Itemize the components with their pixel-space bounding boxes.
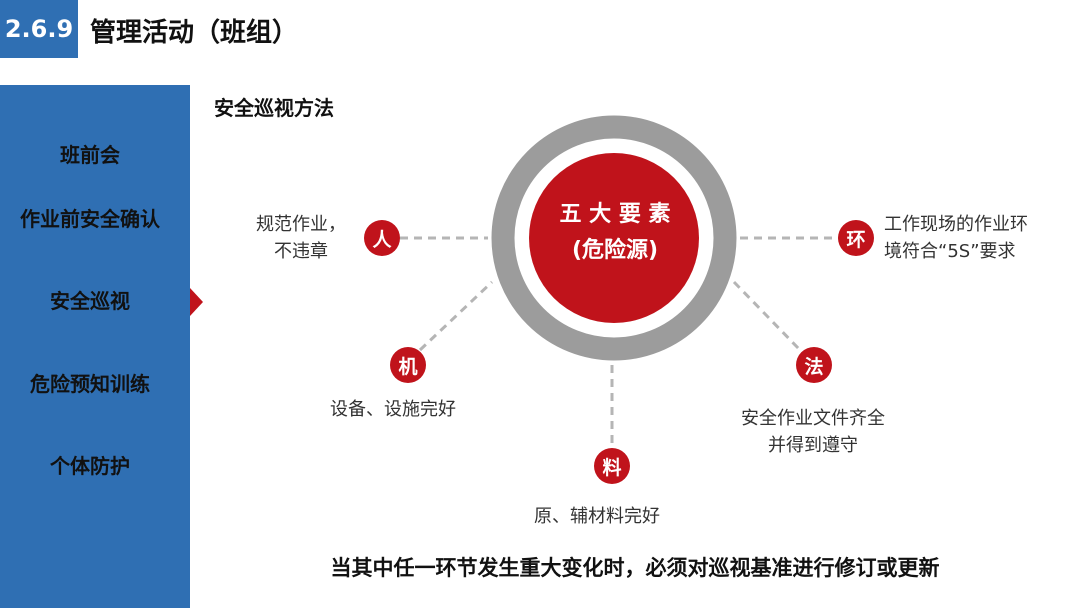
connector-line-machine (418, 280, 494, 352)
element-desc-environment-line2: 境符合“5S”要求 (884, 241, 1016, 262)
element-desc-machine: 设备、设施完好 (330, 396, 456, 423)
page-title: 管理活动（班组） (90, 18, 299, 48)
element-desc-machine-line1: 设备、设施完好 (330, 399, 456, 420)
element-badge-method: 法 (796, 347, 832, 383)
center-label-line1: 五 大 要 素 (559, 202, 671, 227)
element-desc-material: 原、辅材料完好 (534, 503, 660, 530)
element-desc-person: 规范作业， 不违章 (256, 211, 346, 265)
element-desc-method-line1: 安全作业文件齐全 (741, 408, 885, 429)
element-badge-material: 料 (594, 448, 630, 484)
footer-note: 当其中任一环节发生重大变化时，必须对巡视基准进行修订或更新 (330, 556, 940, 580)
element-badge-machine: 机 (390, 347, 426, 383)
outer-ring (491, 115, 737, 361)
element-badge-environment: 环 (838, 220, 874, 256)
element-desc-person-line2: 不违章 (274, 241, 328, 262)
element-desc-environment-line1: 工作现场的作业环 (884, 214, 1028, 235)
sidebar-item-safety-patrol[interactable]: 安全巡视 (50, 289, 130, 313)
active-item-pointer (190, 288, 203, 316)
sidebar-item-pre-shift-meeting[interactable]: 班前会 (60, 143, 120, 167)
element-desc-person-line1: 规范作业， (256, 214, 346, 235)
sidebar-item-hazard-prediction-training[interactable]: 危险预知训练 (30, 372, 150, 396)
connector-line-method (732, 280, 802, 352)
sidebar-item-pre-work-safety-check[interactable]: 作业前安全确认 (20, 207, 160, 231)
center-label: 五 大 要 素 (危险源) (530, 197, 700, 269)
element-desc-method: 安全作业文件齐全 并得到遵守 (728, 405, 898, 459)
center-circle (529, 153, 699, 323)
method-title: 安全巡视方法 (214, 96, 334, 120)
element-desc-method-line2: 并得到遵守 (768, 435, 858, 456)
element-desc-material-line1: 原、辅材料完好 (534, 506, 660, 527)
element-badge-person: 人 (364, 220, 400, 256)
element-desc-environment: 工作现场的作业环 境符合“5S”要求 (884, 211, 1028, 265)
sidebar-item-personal-protection[interactable]: 个体防护 (50, 454, 130, 478)
sidebar: 班前会 作业前安全确认 安全巡视 危险预知训练 个体防护 (0, 85, 190, 608)
section-number-badge: 2.6.9 (0, 0, 78, 58)
center-label-line2: (危险源) (571, 238, 659, 263)
